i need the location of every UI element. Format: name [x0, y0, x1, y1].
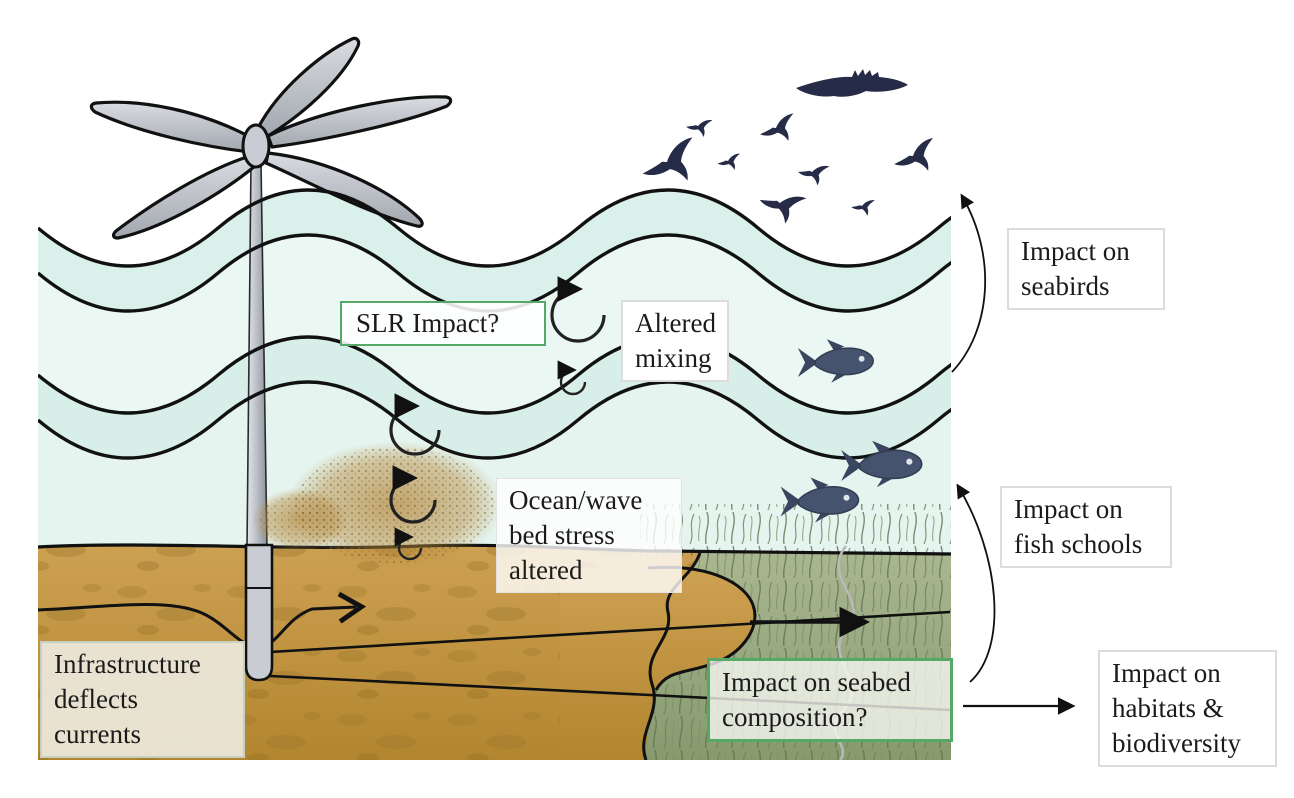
arrow-to-seabirds — [951, 193, 986, 373]
bird — [757, 113, 798, 145]
label-impact-seabed-composition: Impact on seabed composition? — [707, 658, 953, 743]
label-impact-on-seabirds: Impact on seabirds — [1007, 228, 1165, 311]
current-deflection-line — [37, 591, 367, 649]
eddy-icon — [394, 527, 423, 561]
wake-line-upper — [269, 610, 951, 654]
label-impact-on-fish-schools: Impact on fish schools — [1000, 486, 1172, 569]
bird — [795, 159, 830, 188]
label-altered-mixing: Altered mixing — [621, 300, 729, 383]
label-ocean-wave-bed-stress: Ocean/wave bed stress altered — [496, 478, 682, 594]
seagrass-fringe — [640, 504, 951, 556]
turbine-monopile — [244, 543, 274, 682]
eddy-icon — [389, 393, 441, 456]
bird — [796, 69, 908, 97]
sand-tongue — [560, 567, 755, 760]
eddy-icon — [550, 276, 606, 343]
label-infrastructure-deflects-currents: Infrastructure deflects currents — [40, 641, 245, 759]
bird — [890, 138, 939, 177]
connector-arrows — [951, 193, 1076, 715]
seabird-flock — [637, 69, 939, 228]
eddy-icon — [557, 360, 587, 396]
arrow-to-fish-schools — [956, 483, 996, 683]
turbine-blades — [89, 36, 453, 240]
turbulence-eddies — [389, 276, 606, 561]
label-slr-impact: SLR Impact? — [340, 301, 546, 347]
sediment-plume — [252, 441, 503, 569]
bird — [684, 115, 713, 139]
bird — [637, 137, 702, 190]
label-impact-on-habitats-biodiversity: Impact on habitats & biodiversity — [1098, 650, 1277, 768]
bird — [850, 197, 875, 217]
eddy-icon — [389, 465, 437, 524]
bird — [717, 153, 740, 170]
turbine-hub — [241, 123, 271, 169]
bird — [755, 182, 807, 228]
wind-turbine — [89, 36, 453, 682]
